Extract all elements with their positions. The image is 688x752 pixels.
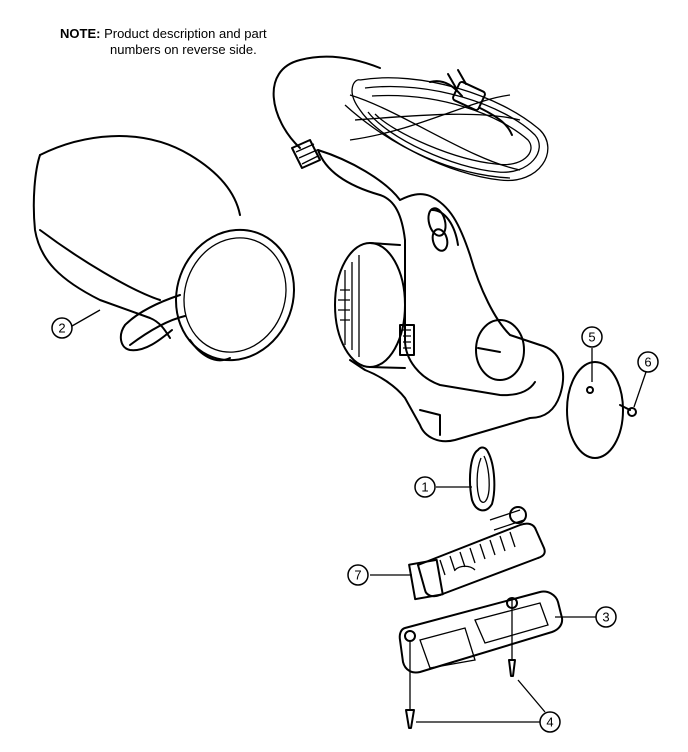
belt bbox=[469, 446, 496, 512]
vacuum-body bbox=[317, 149, 565, 443]
callout-2: 2 bbox=[51, 317, 73, 339]
note-text: NOTE: Product description and part numbe… bbox=[60, 26, 267, 58]
dirt-cup bbox=[32, 135, 295, 362]
callout-4-label: 4 bbox=[546, 715, 553, 730]
cord-strain-relief bbox=[291, 139, 321, 169]
callout-5-label: 5 bbox=[588, 330, 595, 345]
note-line-1: Product description and part bbox=[104, 26, 267, 41]
leader-lines bbox=[71, 309, 472, 576]
note-line-2: numbers on reverse side. bbox=[110, 42, 257, 57]
callout-7: 7 bbox=[347, 564, 369, 586]
callout-3-label: 3 bbox=[602, 610, 609, 625]
callout-2-label: 2 bbox=[58, 321, 65, 336]
power-cord bbox=[272, 55, 549, 182]
callout-6-label: 6 bbox=[644, 355, 651, 370]
callout-7-label: 7 bbox=[354, 568, 361, 583]
side-cover-plate bbox=[566, 348, 624, 459]
callout-1-label: 1 bbox=[421, 480, 428, 495]
screw-small bbox=[619, 371, 647, 417]
callout-1: 1 bbox=[414, 476, 436, 498]
bottom-plate bbox=[398, 590, 596, 674]
callout-3: 3 bbox=[595, 606, 617, 628]
note-label: NOTE: bbox=[60, 26, 101, 41]
brush-roll bbox=[408, 506, 546, 601]
callout-4: 4 bbox=[539, 711, 561, 733]
callout-5: 5 bbox=[581, 326, 603, 348]
callout-6: 6 bbox=[637, 351, 659, 373]
screws-large bbox=[405, 598, 546, 729]
